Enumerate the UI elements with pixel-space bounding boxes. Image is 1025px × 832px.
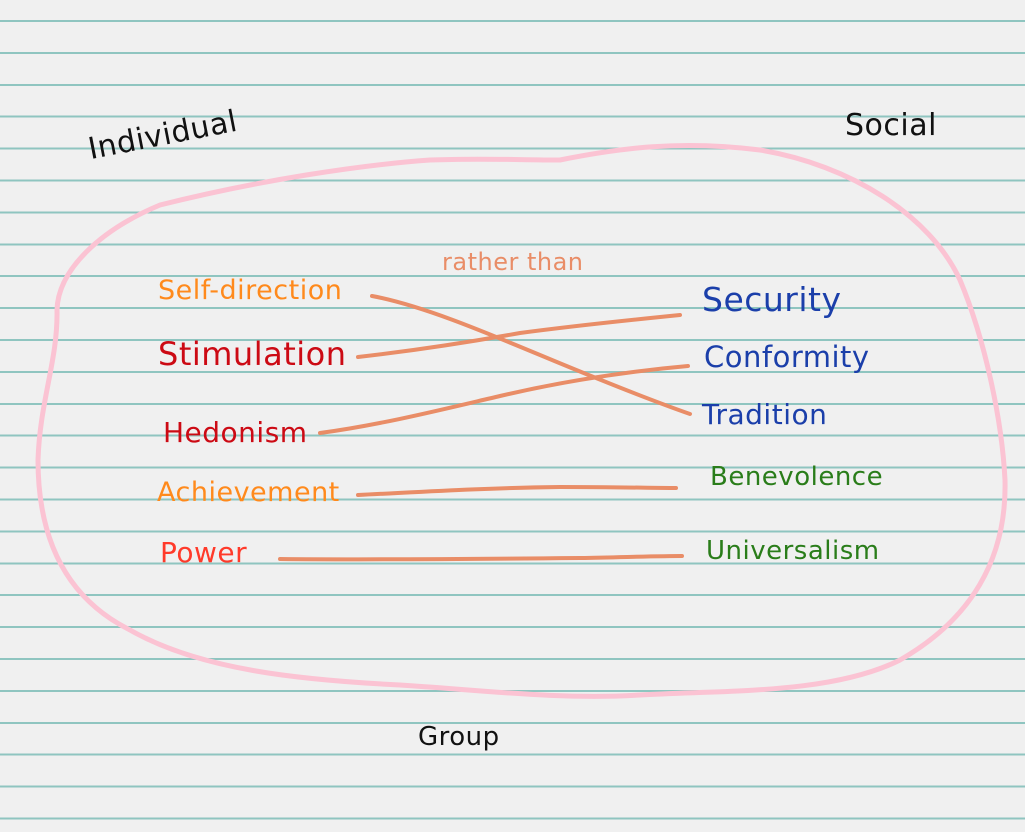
value-security: Security bbox=[702, 280, 842, 319]
boundary-outline bbox=[35, 142, 1008, 699]
label-social: Social bbox=[845, 108, 937, 143]
connector-note-rather-than: rather than bbox=[442, 248, 584, 276]
value-hedonism: Hedonism bbox=[163, 416, 308, 449]
value-achievement: Achievement bbox=[157, 477, 340, 508]
connector-power-universalism bbox=[278, 554, 684, 562]
connector-hedonism-conformity bbox=[318, 364, 690, 435]
value-benevolence: Benevolence bbox=[710, 462, 884, 492]
value-power: Power bbox=[160, 536, 248, 569]
connector-achievement-benevolence bbox=[356, 484, 678, 497]
connector-stimulation-security bbox=[356, 313, 682, 359]
connector-selfdirection-tradition bbox=[370, 294, 692, 416]
value-stimulation: Stimulation bbox=[158, 335, 347, 373]
label-group: Group bbox=[418, 722, 500, 752]
value-universalism: Universalism bbox=[706, 536, 880, 566]
value-self-direction: Self-direction bbox=[158, 275, 343, 306]
value-conformity: Conformity bbox=[704, 340, 870, 374]
value-tradition: Tradition bbox=[702, 398, 828, 431]
